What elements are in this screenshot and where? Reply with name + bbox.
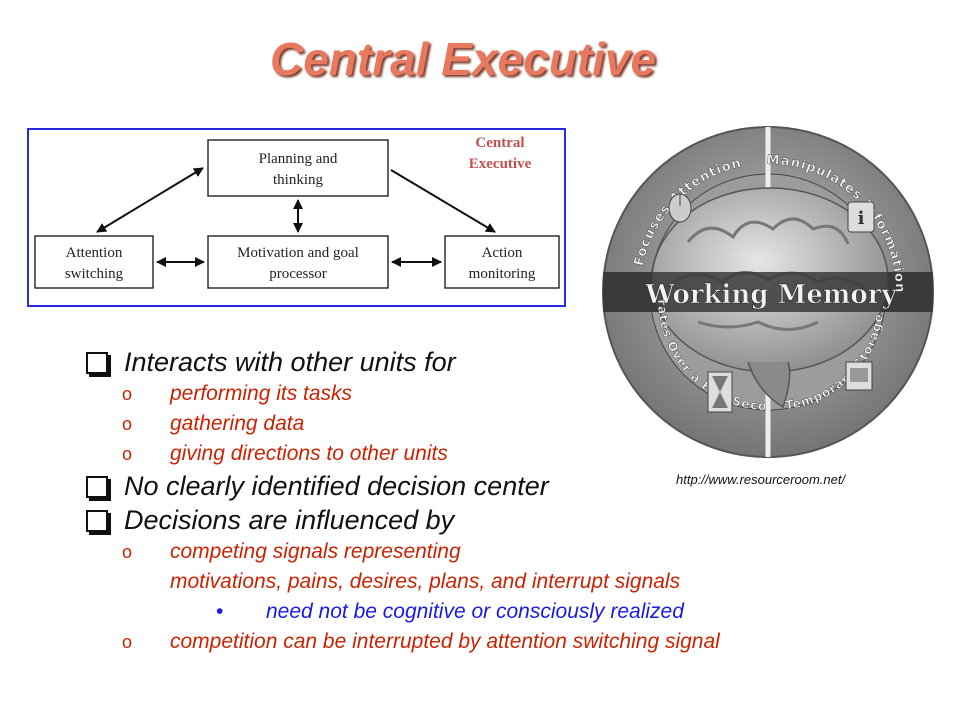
source-url: http://www.resourceroom.net/ (676, 472, 846, 487)
bullet-item: No clearly identified decision center (86, 469, 886, 503)
circle-bullet-icon: o (122, 632, 133, 652)
sub-bullet-continuation: motivations, pains, desires, plans, and … (170, 570, 681, 593)
bullet-item: Decisions are influenced by (86, 503, 886, 537)
svg-text:processor: processor (269, 266, 326, 282)
square-bullet-icon (86, 510, 108, 532)
circle-bullet-icon: o (122, 384, 133, 404)
hourglass-icon (707, 371, 733, 413)
central-executive-diagram: Central Executive Planning and thinking … (27, 128, 566, 307)
svg-text:monitoring: monitoring (469, 266, 536, 282)
svg-text:Attention: Attention (66, 245, 123, 261)
bullet-item: Interacts with other units for (86, 345, 886, 379)
svg-text:Action: Action (482, 245, 523, 261)
working-memory-wheel: Working Memory Focuses Attention Manipul… (598, 122, 934, 458)
diagram-label-line1: Central (475, 135, 524, 151)
diagram-label-line2: Executive (469, 156, 532, 172)
svg-text:thinking: thinking (273, 172, 324, 188)
box-planning: Planning and thinking (207, 139, 389, 197)
wheel-center-label: Working Memory (644, 280, 897, 310)
svg-text:Planning and: Planning and (259, 151, 338, 167)
circle-bullet-icon: o (122, 444, 133, 464)
info-icon: i (847, 201, 875, 233)
arrow-planning-action (390, 169, 496, 233)
arrow-planning-attention (96, 167, 204, 233)
box-motivation: Motivation and goal processor (207, 235, 389, 289)
storage-box-icon (845, 361, 873, 391)
dot-bullet-icon: • (216, 600, 224, 623)
sub3-bullet-item: •need not be cognitive or consciously re… (86, 597, 886, 627)
mouse-icon (668, 193, 692, 223)
box-action: Action monitoring (444, 235, 560, 289)
square-bullet-icon (86, 476, 108, 498)
svg-text:switching: switching (65, 266, 124, 282)
slide-title: Central Executive (270, 33, 657, 85)
circle-bullet-icon: o (122, 414, 133, 434)
svg-text:Motivation and goal: Motivation and goal (237, 245, 359, 261)
square-bullet-icon (86, 352, 108, 374)
svg-text:i: i (858, 208, 865, 229)
circle-bullet-icon: o (122, 542, 133, 562)
box-attention: Attention switching (34, 235, 154, 289)
